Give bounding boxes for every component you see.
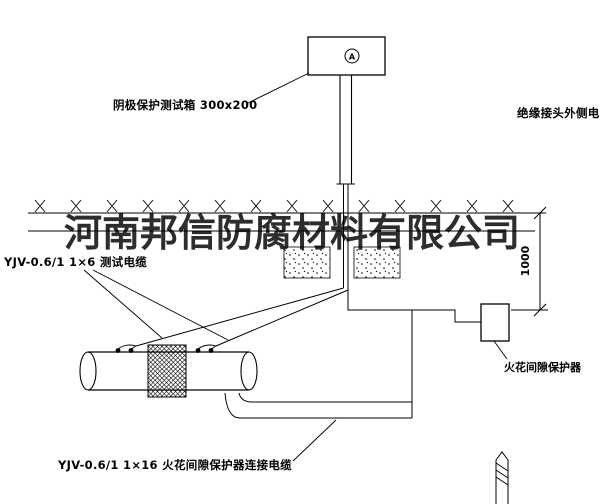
cable-terminal-dot <box>208 348 214 353</box>
dimension-tick-bottom <box>533 303 547 317</box>
dimension-value: 1000 <box>519 245 532 276</box>
corner-pipe-symbol <box>495 451 509 504</box>
test-box-rect <box>307 36 386 76</box>
test-box-label: 阴极保护测试箱 300x200 <box>113 98 257 112</box>
cable-terminal-dot <box>128 348 134 353</box>
meter-circle <box>344 48 360 64</box>
cable-terminal-dot <box>115 348 121 353</box>
pipe-end-left <box>79 351 97 391</box>
conduit-riser <box>336 75 355 288</box>
watermark-text: 河南邦信防腐材料有限公司 <box>64 210 520 255</box>
test-cable-forks <box>117 344 217 350</box>
protector-feed-cable <box>347 288 481 323</box>
concrete-block-left <box>283 246 331 279</box>
test-cables <box>135 287 349 347</box>
spark-gap-leader <box>493 340 508 360</box>
insulated-joint-cable-label: 绝缘接头外侧电缆 <box>517 106 600 120</box>
spark-gap-protector-box <box>480 303 510 342</box>
dimension-tick-top <box>533 206 547 220</box>
test-cable-label: YJV-0.6/1 1×6 测试电缆 <box>3 255 147 269</box>
watermark: 河南邦信防腐材料有限公司 <box>28 210 535 255</box>
pipe-end-right <box>240 351 258 391</box>
cable-terminal-dot <box>195 348 201 353</box>
spark-gap-label: 火花间隙保护器 <box>504 360 582 374</box>
dimension <box>511 206 548 317</box>
protector-bottom-cables <box>224 392 412 419</box>
protector-cable-label: YJV-0.6/1 1×16 火花间隙保护器连接电缆 <box>57 458 292 472</box>
insulating-flange <box>147 344 187 398</box>
test-cable-leaders <box>83 269 229 341</box>
concrete-block-right <box>353 246 401 279</box>
test-box: A <box>307 36 386 76</box>
test-box-leader <box>245 72 310 105</box>
cable-terminals <box>115 348 214 353</box>
meter-symbol: A <box>349 53 356 62</box>
ground-surface-marks <box>34 199 514 213</box>
protector-cable-leader <box>292 419 337 462</box>
